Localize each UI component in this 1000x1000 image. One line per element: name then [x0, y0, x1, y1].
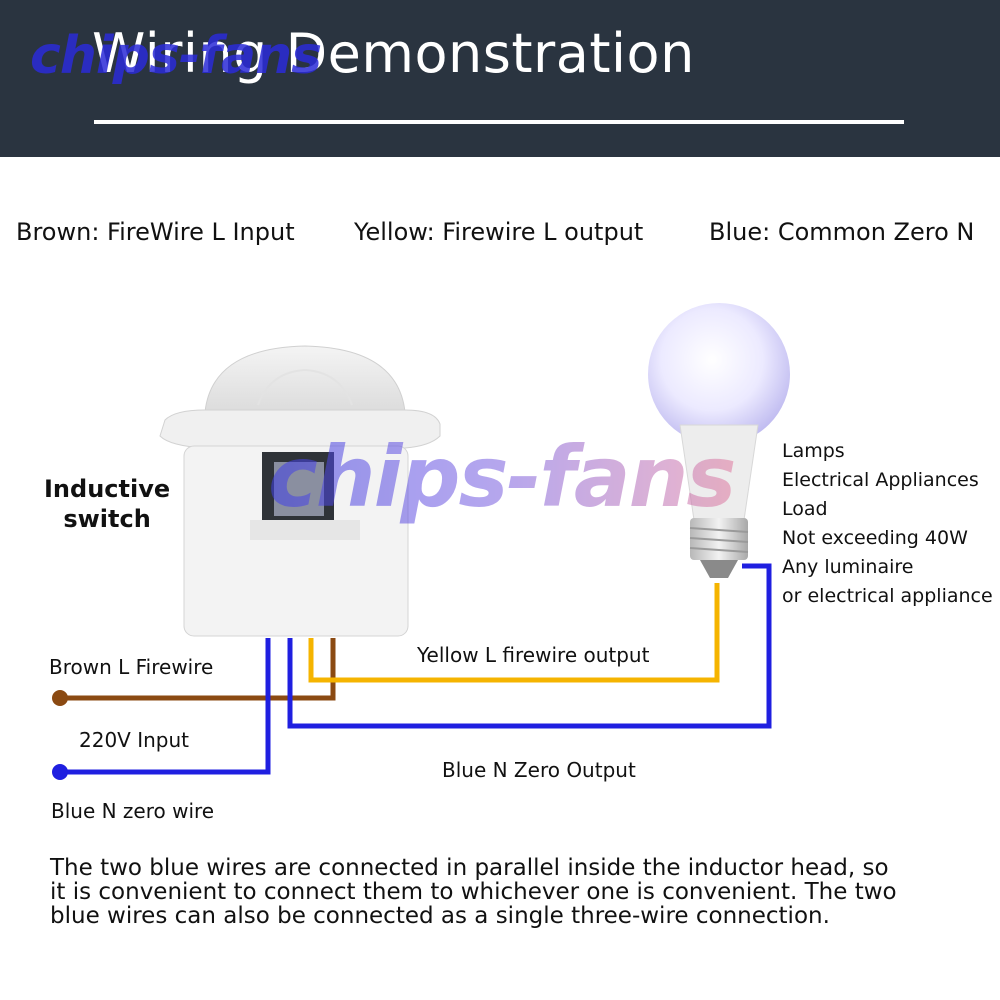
light-bulb	[648, 303, 790, 578]
blue-wire-terminal	[52, 764, 68, 780]
lamp-specs: Lamps Electrical Appliances Load Not exc…	[782, 437, 993, 611]
brown-wire	[60, 638, 336, 701]
switch-label: Inductive switch	[44, 475, 171, 533]
brown-wire-terminal	[52, 690, 68, 706]
blue-input-wire	[60, 638, 271, 775]
blue-wire-label: Blue N zero wire	[51, 799, 215, 823]
blue-output-label: Blue N Zero Output	[442, 758, 636, 782]
lamp-spec: Not exceeding 40W	[782, 527, 968, 549]
lamp-spec: or electrical appliance	[782, 585, 993, 607]
header-banner: Wiring Demonstration chips-fans	[0, 0, 1000, 157]
page-title: Wiring Demonstration	[92, 22, 695, 85]
wiring-note: The two blue wires are connected in para…	[50, 855, 897, 929]
watermark: chips-fans	[268, 428, 736, 526]
title-underline	[94, 120, 904, 124]
brand-logo: chips-fans	[30, 26, 322, 86]
input-voltage-label: 220V Input	[79, 728, 189, 752]
yellow-wire	[308, 583, 720, 683]
inductive-switch-device	[159, 345, 441, 637]
lamp-spec: Electrical Appliances	[782, 469, 979, 491]
lamp-spec: Load	[782, 498, 828, 520]
blue-output-wire	[287, 563, 772, 729]
yellow-output-label: Yellow L firewire output	[417, 643, 650, 667]
brown-wire-label: Brown L Firewire	[49, 655, 214, 679]
lamp-spec: Any luminaire	[782, 556, 914, 578]
legend-blue: Blue: Common Zero N	[709, 218, 975, 246]
legend-brown: Brown: FireWire L Input	[16, 218, 295, 246]
legend-yellow: Yellow: Firewire L output	[354, 218, 644, 246]
lamp-spec: Lamps	[782, 440, 845, 462]
